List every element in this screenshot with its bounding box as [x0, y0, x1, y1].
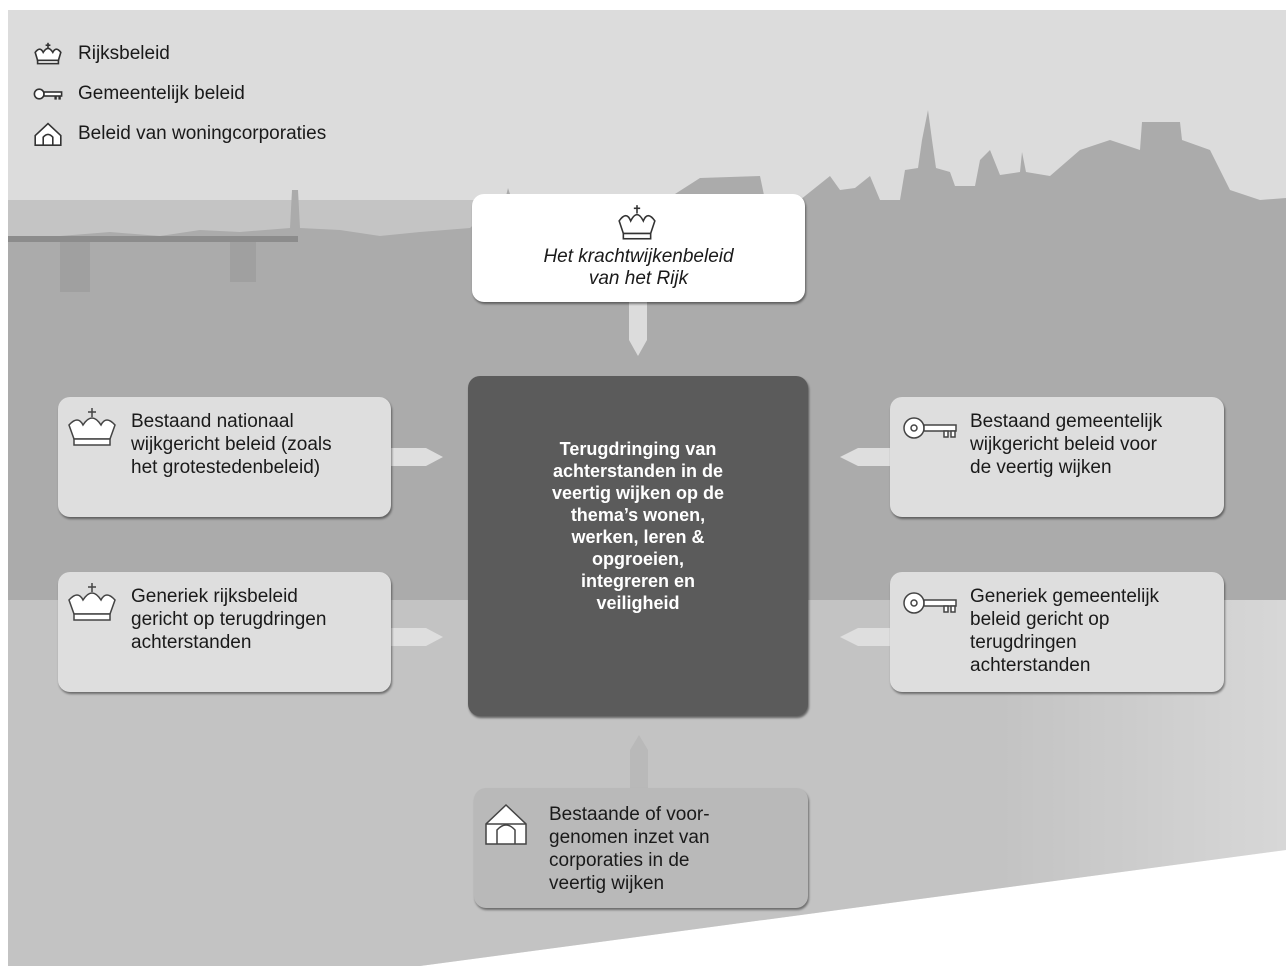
node-line: Terugdringing van: [559, 439, 717, 459]
node-inzet-corporaties: Bestaande of voor- genomen inzet van cor…: [474, 788, 808, 908]
node-line: wijkgericht beleid (zoals: [131, 434, 332, 455]
node-line: integreren en: [580, 571, 696, 591]
connector-bottom: [630, 735, 648, 788]
crown-icon: [68, 583, 116, 621]
node-text: Terugdringing van achterstanden in de ve…: [508, 438, 768, 614]
node-line: corporaties in de: [549, 850, 690, 871]
node-text: Bestaand gemeentelijk wijkgericht beleid…: [970, 410, 1214, 479]
node-line: beleid gericht op: [970, 609, 1110, 630]
crown-icon: [618, 205, 656, 240]
crown-icon: [34, 42, 62, 65]
node-line: achterstanden in de: [552, 461, 724, 481]
crown-icon: [68, 408, 116, 446]
node-central-goal: Terugdringing van achterstanden in de ve…: [468, 376, 808, 716]
node-line: achterstanden: [131, 632, 252, 653]
node-line: het grotestedenbeleid): [131, 457, 321, 478]
node-nationaal-wijkgericht-beleid: Bestaand nationaal wijkgericht beleid (z…: [58, 397, 391, 517]
connector-right-1: [840, 448, 890, 466]
node-line: veertig wijken: [549, 873, 665, 894]
legend: Rijksbeleid Gemeentelijk beleid Beleid v…: [32, 34, 326, 154]
node-line: Generiek rijksbeleid: [131, 586, 298, 607]
connector-right-2: [840, 628, 890, 646]
legend-label: Beleid van woningcorporaties: [78, 123, 327, 144]
node-line: achterstanden: [970, 655, 1091, 676]
connector-top: [629, 302, 647, 356]
node-text: Het krachtwijkenbeleid van het Rijk: [472, 246, 805, 290]
node-line: van het Rijk: [588, 268, 689, 289]
node-line: wijkgericht beleid voor: [970, 434, 1157, 455]
node-line: veiligheid: [596, 593, 680, 613]
node-line: Bestaand nationaal: [131, 411, 294, 432]
node-generiek-gemeentelijk-beleid: Generiek gemeentelijk beleid gericht op …: [890, 572, 1224, 692]
node-text: Generiek rijksbeleid gericht op terugdri…: [131, 585, 381, 654]
node-generiek-rijksbeleid: Generiek rijksbeleid gericht op terugdri…: [58, 572, 391, 692]
node-line: Het krachtwijkenbeleid: [543, 246, 734, 267]
node-line: Bestaande of voor-: [549, 804, 710, 825]
legend-item-rijksbeleid: Rijksbeleid: [32, 34, 326, 74]
key-icon: [33, 88, 63, 100]
node-line: de veertig wijken: [970, 457, 1112, 478]
node-krachtwijkenbeleid: Het krachtwijkenbeleid van het Rijk: [472, 194, 805, 302]
legend-label: Rijksbeleid: [78, 43, 170, 64]
connector-left-2: [391, 628, 443, 646]
node-line: Generiek gemeentelijk: [970, 586, 1160, 607]
node-line: veertig wijken op de: [551, 483, 725, 503]
house-icon: [485, 803, 527, 845]
node-gemeentelijk-wijkgericht-beleid: Bestaand gemeentelijk wijkgericht beleid…: [890, 397, 1224, 517]
node-line: werken, leren &: [571, 527, 705, 547]
node-text: Generiek gemeentelijk beleid gericht op …: [970, 585, 1214, 677]
node-text: Bestaande of voor- genomen inzet van cor…: [549, 803, 798, 895]
node-line: Bestaand gemeentelijk: [970, 411, 1163, 432]
key-icon: [903, 417, 957, 439]
key-icon: [903, 592, 957, 614]
house-icon: [34, 122, 62, 146]
node-line: opgroeien,: [591, 549, 684, 569]
legend-item-gemeentelijk: Gemeentelijk beleid: [32, 74, 326, 114]
node-line: genomen inzet van: [549, 827, 710, 848]
node-line: gericht op terugdringen: [131, 609, 327, 630]
node-text: Bestaand nationaal wijkgericht beleid (z…: [131, 410, 381, 479]
legend-item-woningcorporaties: Beleid van woningcorporaties: [32, 114, 326, 154]
node-line: terugdringen: [970, 632, 1077, 653]
connector-left-1: [391, 448, 443, 466]
legend-label: Gemeentelijk beleid: [78, 83, 245, 104]
node-line: thema’s wonen,: [570, 505, 706, 525]
